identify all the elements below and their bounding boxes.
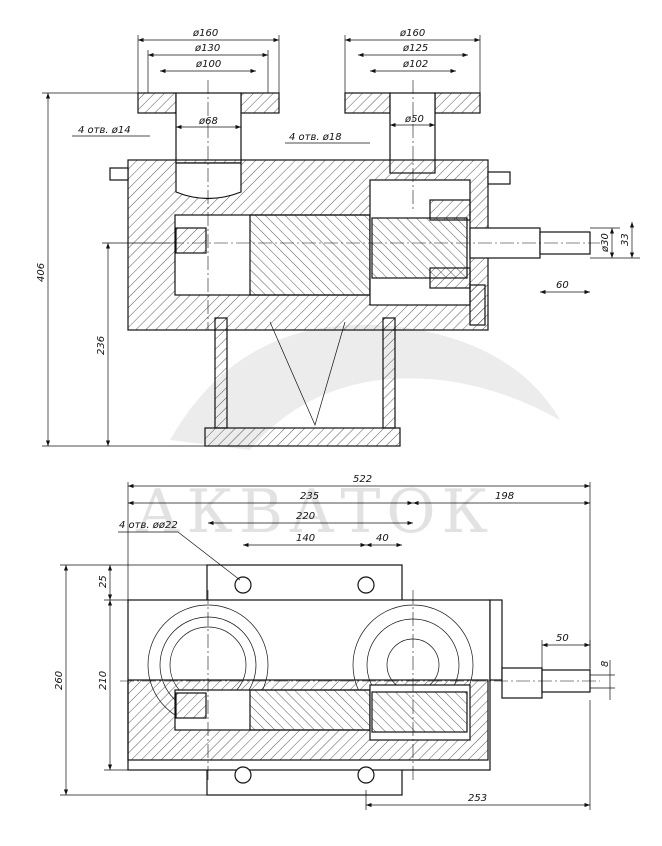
dim-260: 260 (54, 671, 65, 690)
watermark-logo: АКВАТОК (135, 324, 560, 547)
dim-bottom-right: 50 8 253 (365, 633, 615, 810)
mount-hole-br (357, 766, 375, 784)
dim-406: 406 (36, 263, 47, 282)
seal-top (429, 199, 471, 221)
shaft-body (249, 214, 371, 296)
dim-522: 522 (353, 474, 372, 485)
mount-hole-bl (234, 766, 252, 784)
dim-60: 60 (556, 280, 569, 291)
stand-right (382, 317, 396, 429)
dim-holes-left: 4 отв. ø14 (78, 125, 131, 136)
dim-253: 253 (468, 793, 487, 804)
right-flange-right (434, 92, 481, 114)
dim-236: 236 (96, 336, 107, 355)
dim-50: 50 (556, 633, 569, 644)
bearing-left (175, 227, 207, 254)
dim-220: 220 (296, 511, 315, 522)
left-flange-right (240, 92, 280, 114)
housing-plan-right (489, 599, 503, 681)
bolt-left (109, 167, 129, 181)
left-flange-bore (175, 92, 242, 164)
dim-d160-right: ø160 (399, 28, 425, 39)
dim-d125: ø125 (402, 43, 428, 54)
bearing-right (469, 284, 486, 326)
dim-holes-right: 4 отв. ø18 (289, 132, 342, 143)
dim-left-flange: ø160 ø130 ø100 ø68 4 отв. ø14 (72, 28, 280, 137)
stand-left (214, 317, 228, 429)
watermark-text: АКВАТОК (135, 477, 494, 547)
top-section-view: ø160 ø130 ø100 ø68 4 отв. ø14 ø160 ø125 … (36, 28, 640, 447)
plan-shaft (501, 667, 543, 699)
bolt-right (487, 171, 511, 185)
dim-right-flange: ø160 ø125 ø102 ø50 4 отв. ø18 (285, 28, 481, 144)
dim-d100: ø100 (195, 59, 221, 70)
mount-hole-tr (357, 576, 375, 594)
seal-bottom (429, 267, 471, 289)
right-flange-left (344, 92, 391, 114)
dim-d30: ø30 (600, 233, 611, 253)
dim-33: 33 (620, 233, 631, 246)
dim-bottom-left: 260 25 210 (54, 564, 207, 796)
dim-holes-bottom: 4 отв. øø22 (119, 520, 178, 531)
dim-d160-left: ø160 (192, 28, 218, 39)
stand-base (204, 427, 401, 447)
dim-d68: ø68 (198, 116, 218, 127)
dim-heights: 406 236 (36, 92, 205, 447)
dim-198: 198 (495, 491, 514, 502)
dim-d102: ø102 (402, 59, 428, 70)
bottom-plan-view: 522 235 198 220 140 40 4 отв. øø22 260 2… (54, 474, 615, 810)
dim-d130: ø130 (194, 43, 220, 54)
dim-d50: ø50 (404, 114, 424, 125)
dim-25: 25 (98, 575, 109, 588)
dim-40: 40 (376, 533, 389, 544)
dim-8: 8 (600, 661, 611, 667)
dim-235: 235 (300, 491, 319, 502)
dim-140: 140 (296, 533, 315, 544)
dim-shaft: ø30 33 60 (540, 222, 640, 295)
mount-hole-tl (234, 576, 252, 594)
left-bore-cap (175, 162, 242, 200)
dim-210: 210 (98, 671, 109, 690)
left-flange-left (137, 92, 177, 114)
